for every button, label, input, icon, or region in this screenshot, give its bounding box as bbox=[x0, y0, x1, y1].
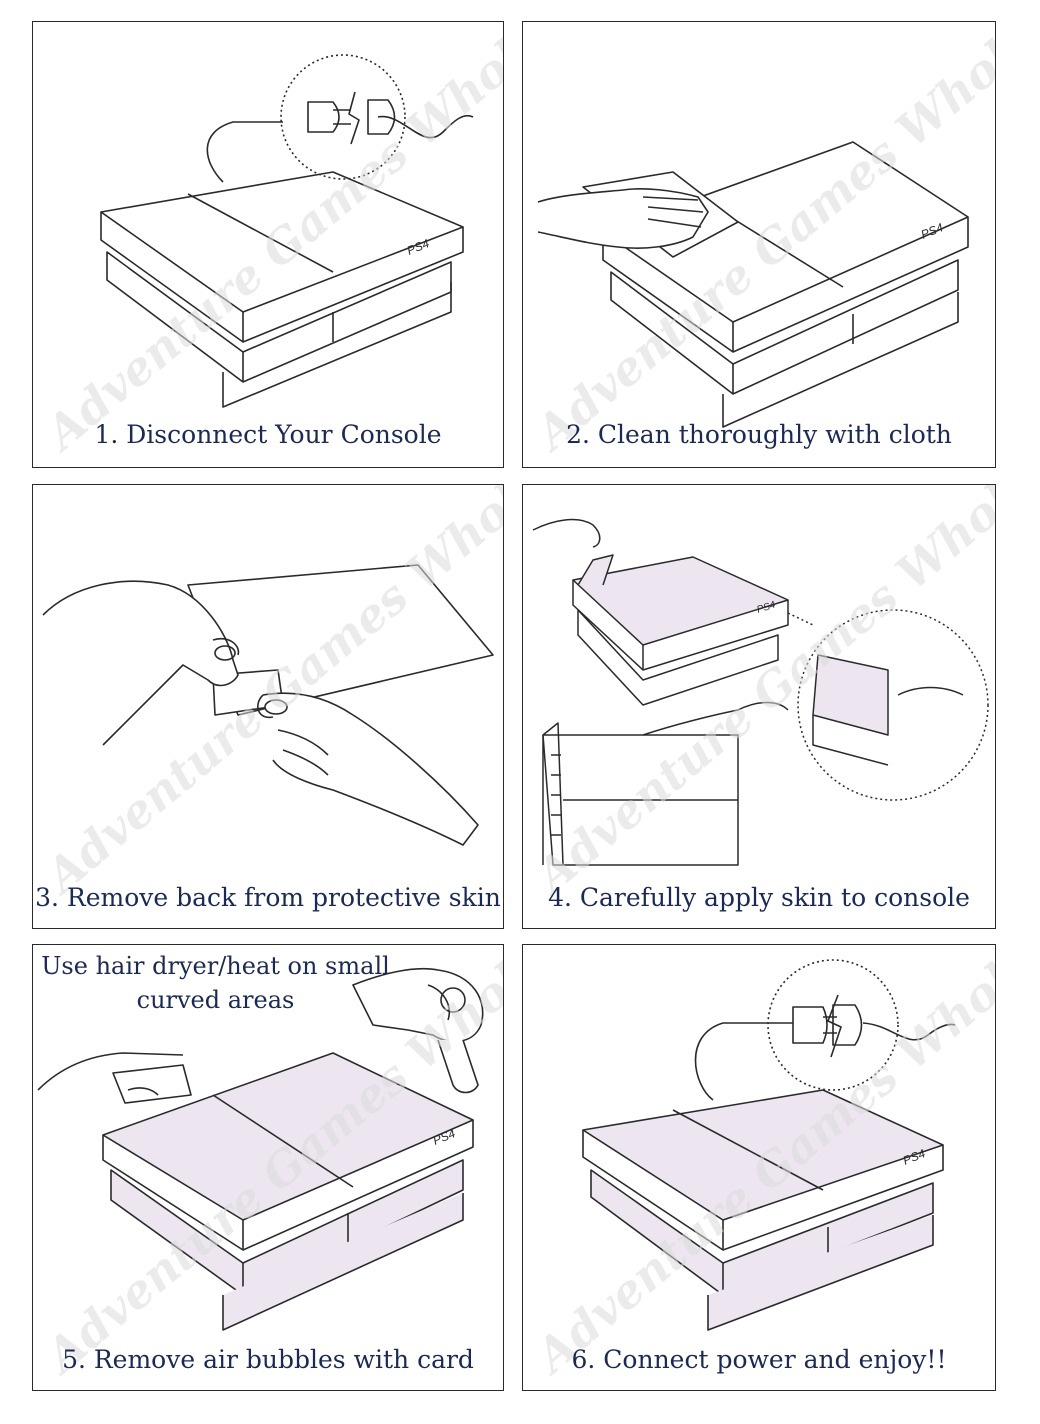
step-panel-4: PS4 Adventure Games Wholesale 4. Careful… bbox=[522, 484, 996, 929]
step-caption: 1. Disconnect Your Console bbox=[94, 420, 442, 449]
step-caption: 5. Remove air bubbles with card bbox=[62, 1345, 474, 1374]
peel-backing-illustration bbox=[42, 564, 494, 846]
heat-tip-line-2: curved areas bbox=[136, 986, 295, 1014]
step-panel-3: Adventure Games Wholesale 3. Remove back… bbox=[32, 484, 504, 929]
apply-skin-illustration: PS4 bbox=[532, 518, 989, 866]
heat-tip-line-1: Use hair dryer/heat on small bbox=[41, 952, 390, 980]
console-logo: PS4 bbox=[919, 220, 946, 242]
step-panel-5: Use hair dryer/heat on small curved area… bbox=[32, 944, 504, 1391]
bubbles-card-illustration: PS4 bbox=[37, 967, 484, 1331]
step-panel-6: PS4 Adventure Games Wholesale 6. Connect… bbox=[522, 944, 996, 1391]
step-caption: 6. Connect power and enjoy!! bbox=[571, 1345, 947, 1374]
console-logo: PS4 bbox=[405, 236, 432, 258]
console-unplugged-illustration: PS4 bbox=[100, 54, 474, 408]
step-caption: 4. Carefully apply skin to console bbox=[548, 883, 970, 912]
heat-tip-note: Use hair dryer/heat on small curved area… bbox=[33, 949, 398, 1017]
console-cleaning-illustration: PS4 bbox=[537, 141, 969, 428]
step-caption: 2. Clean thoroughly with cloth bbox=[566, 420, 952, 449]
step-panel-1: PS4 Adventure Games Wholesale 1. Disconn… bbox=[32, 21, 504, 468]
step-panel-2: PS4 Adventure Games Wholesale 2. Clean t… bbox=[522, 21, 996, 468]
step-caption: 3. Remove back from protective skin bbox=[35, 883, 501, 912]
hair-dryer-icon bbox=[352, 967, 484, 1094]
console-plugged-illustration: PS4 bbox=[582, 959, 956, 1331]
